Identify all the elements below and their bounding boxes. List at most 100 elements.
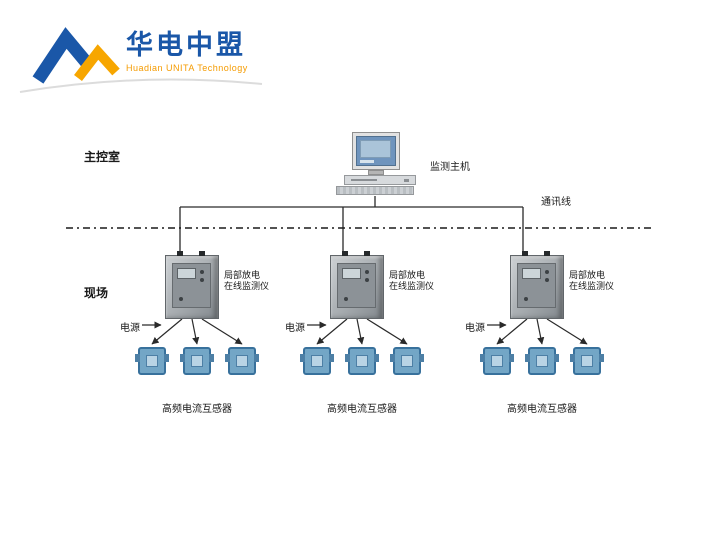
sensor-tab xyxy=(509,354,514,362)
pc-case-icon xyxy=(344,175,416,185)
device-terminal xyxy=(364,251,370,256)
monitor-window xyxy=(360,140,391,158)
device-label-line1: 局部放电 xyxy=(389,270,426,280)
device-label-3: 局部放电 在线监测仪 xyxy=(569,270,614,292)
sensor-cable xyxy=(151,318,183,345)
sensor-tab xyxy=(570,354,575,362)
ct-sensor xyxy=(135,347,169,375)
sensor-core xyxy=(356,355,368,367)
host-label: 监测主机 xyxy=(430,162,470,173)
monitor-icon xyxy=(352,132,400,170)
device-knob xyxy=(365,278,369,282)
ct-sensor xyxy=(525,347,559,375)
ct-sensor xyxy=(480,347,514,375)
sensor-cable xyxy=(356,318,365,345)
power-label-1: 电源 xyxy=(120,323,140,334)
sensor-core xyxy=(311,355,323,367)
power-label-3: 电源 xyxy=(465,323,485,334)
sensor-tab xyxy=(525,354,530,362)
ct-sensor xyxy=(180,347,214,375)
device-display xyxy=(522,268,541,279)
pd-monitor-device-2 xyxy=(330,251,384,319)
pc-drive-slot xyxy=(351,179,377,181)
sensor-group-label-1: 高频电流互感器 xyxy=(162,404,232,415)
sensor-cable xyxy=(201,318,243,345)
sensor-core xyxy=(236,355,248,367)
device-panel xyxy=(337,263,376,308)
sensor-core xyxy=(581,355,593,367)
ct-sensor xyxy=(570,347,604,375)
ct-sensor xyxy=(300,347,334,375)
sensor-tab xyxy=(329,354,334,362)
sensor-tab xyxy=(419,354,424,362)
sensor-group-label-2: 高频电流互感器 xyxy=(327,404,397,415)
device-label-line1: 局部放电 xyxy=(569,270,606,280)
sensor-tab xyxy=(209,354,214,362)
device-label-1: 局部放电 在线监测仪 xyxy=(224,270,269,292)
sensor-core xyxy=(191,355,203,367)
sensor-core xyxy=(401,355,413,367)
sensor-tab xyxy=(254,354,259,362)
monitor-stand xyxy=(368,170,384,175)
device-label-line2: 在线监测仪 xyxy=(389,281,435,291)
logo-mark-icon xyxy=(32,27,120,84)
power-label-2: 电源 xyxy=(285,323,305,334)
sensor-group-label-3: 高频电流互感器 xyxy=(507,404,577,415)
device-terminal xyxy=(342,251,348,256)
device-display xyxy=(342,268,361,279)
sensor-core xyxy=(491,355,503,367)
device-knob xyxy=(344,297,348,301)
device-knob xyxy=(365,270,369,274)
ct-sensor xyxy=(345,347,379,375)
comm-line-label: 通讯线 xyxy=(541,197,571,208)
keyboard-icon xyxy=(336,186,414,195)
sensor-tab xyxy=(180,354,185,362)
sensor-tab xyxy=(374,354,379,362)
device-knob xyxy=(179,297,183,301)
device-terminal xyxy=(522,251,528,256)
ct-sensor xyxy=(390,347,424,375)
device-knob xyxy=(524,297,528,301)
device-knob xyxy=(200,270,204,274)
device-display xyxy=(177,268,196,279)
device-label-line1: 局部放电 xyxy=(224,270,261,280)
device-terminal xyxy=(177,251,183,256)
field-label: 现场 xyxy=(84,286,109,300)
device-knob xyxy=(545,278,549,282)
monitor-screen xyxy=(356,136,396,166)
sensor-tab xyxy=(390,354,395,362)
sensor-tab xyxy=(345,354,350,362)
sensor-core xyxy=(146,355,158,367)
sensor-tab xyxy=(225,354,230,362)
device-label-line2: 在线监测仪 xyxy=(569,281,615,291)
sensor-cable xyxy=(536,318,545,345)
device-terminal xyxy=(199,251,205,256)
pd-monitor-device-3 xyxy=(510,251,564,319)
sensor-tab xyxy=(164,354,169,362)
logo-text-block: 华电中盟 Huadian UNITA Technology xyxy=(126,30,248,73)
device-terminal xyxy=(544,251,550,256)
sensor-tab xyxy=(554,354,559,362)
sensor-cable xyxy=(191,318,200,345)
device-label-line2: 在线监测仪 xyxy=(224,281,270,291)
logo: 华电中盟 Huadian UNITA Technology xyxy=(19,24,263,93)
logo-swoosh-icon xyxy=(19,78,263,93)
device-panel xyxy=(172,263,211,308)
sensor-tab xyxy=(135,354,140,362)
pc-power-button xyxy=(404,179,409,182)
device-label-2: 局部放电 在线监测仪 xyxy=(389,270,434,292)
sensor-tab xyxy=(300,354,305,362)
ct-sensor xyxy=(225,347,259,375)
sensor-cable xyxy=(366,318,408,345)
device-knob xyxy=(200,278,204,282)
sensor-tab xyxy=(480,354,485,362)
logo-brand: 华电中盟 xyxy=(126,30,246,60)
logo-subtitle: Huadian UNITA Technology xyxy=(126,63,248,73)
sensor-cable xyxy=(316,318,348,345)
device-knob xyxy=(545,270,549,274)
monitor-taskbar xyxy=(360,160,374,163)
sensor-cable xyxy=(546,318,588,345)
sensor-core xyxy=(536,355,548,367)
device-panel xyxy=(517,263,556,308)
